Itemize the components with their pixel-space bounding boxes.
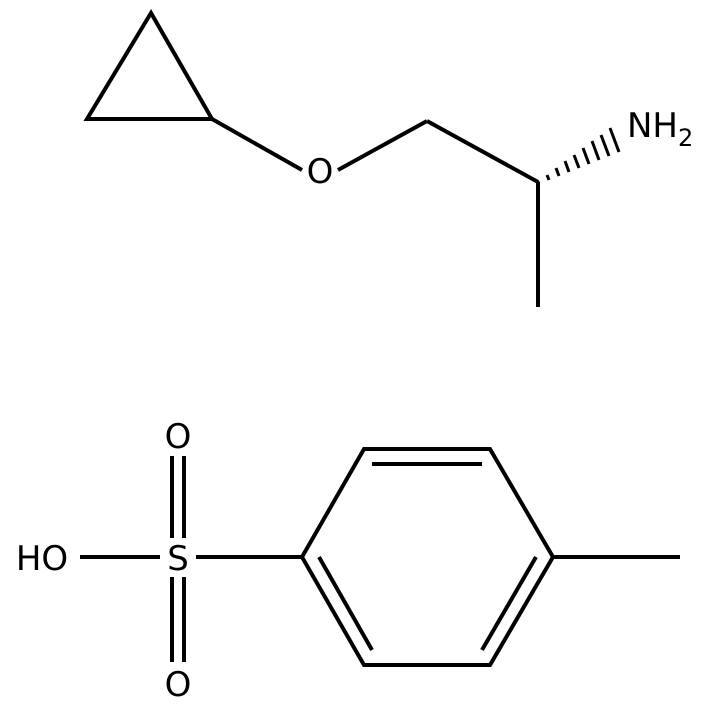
oxygen-top-label: O	[165, 417, 192, 457]
double-bond-sulfur-oxygen-bottom	[170, 577, 186, 662]
bond-oxygen-ch2	[337, 119, 428, 172]
aromatic-double-bond-right	[480, 555, 538, 652]
sulfur-atom-label: S	[167, 539, 189, 579]
hydroxyl-label: HO	[16, 539, 68, 579]
benzene-ring	[299, 447, 556, 667]
cyclopropane-ring	[83, 9, 216, 121]
oxygen-bottom-label: O	[165, 665, 192, 705]
amine-group-label: NH2	[627, 106, 693, 152]
double-bond-sulfur-oxygen-top	[170, 456, 186, 538]
aromatic-double-bond-left	[317, 556, 374, 651]
amine-nh-text: NH	[627, 106, 678, 146]
bond-ring-oxygen	[211, 117, 303, 172]
bond-ch2-chiral-carbon	[426, 119, 539, 184]
amine-subscript: 2	[678, 124, 693, 152]
hashed-wedge-bond	[536, 127, 621, 183]
cyclopropoxy-propanamine: O NH2	[83, 9, 693, 307]
oxygen-atom-label: O	[307, 152, 334, 192]
p-toluenesulfonic-acid: HO S O O	[16, 417, 680, 705]
